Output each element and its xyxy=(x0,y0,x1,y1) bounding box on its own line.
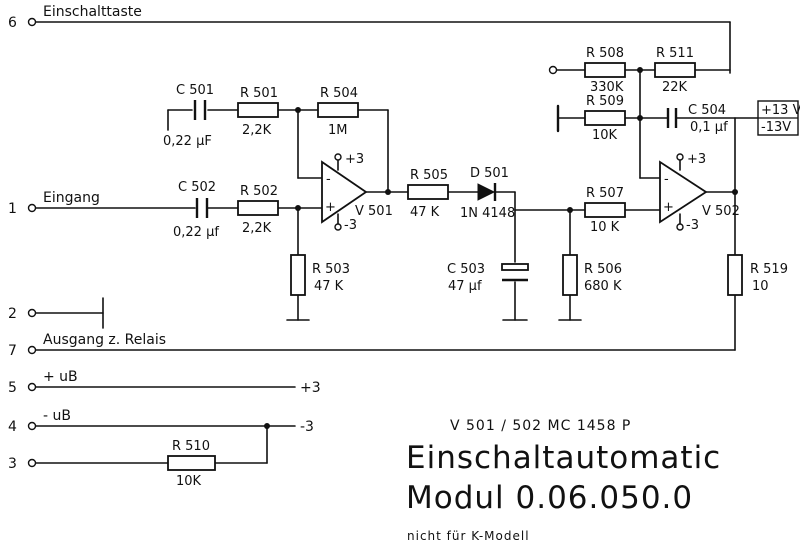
r509-value: 10K xyxy=(592,128,618,143)
c502-value: 0,22 µf xyxy=(173,225,219,240)
r510-value: 10K xyxy=(176,474,202,489)
v502-ref: V 502 xyxy=(702,204,740,219)
d501-ref: D 501 xyxy=(470,166,509,181)
pin-1-label: Eingang xyxy=(43,190,100,206)
r504-ref: R 504 xyxy=(320,86,358,101)
pin-2-number: 2 xyxy=(8,306,17,322)
resistor-r502 xyxy=(237,200,279,216)
r505-value: 47 K xyxy=(410,205,440,220)
junction-dots xyxy=(264,67,738,429)
pin-6-number: 6 xyxy=(8,15,17,31)
r502-ref: R 502 xyxy=(240,184,278,199)
module-number: Modul 0.06.050.0 xyxy=(406,480,693,516)
c503-ref: C 503 xyxy=(447,262,485,277)
d501-value: 1N 4148 xyxy=(460,206,515,221)
diagram-title: Einschaltautomatic xyxy=(406,440,721,476)
c503-value: 47 µf xyxy=(448,279,482,294)
r509-ref: R 509 xyxy=(586,94,624,109)
r503-ref: R 503 xyxy=(312,262,350,277)
diode-d501 xyxy=(477,183,497,201)
v501-plus-input: + xyxy=(325,200,336,215)
r507-ref: R 507 xyxy=(586,186,624,201)
capacitor-c501 xyxy=(193,100,207,120)
supply-minus-13v: -13V xyxy=(761,120,791,135)
r506-value: 680 K xyxy=(584,279,622,294)
resistor-r504 xyxy=(317,102,359,118)
wiring xyxy=(31,21,759,464)
supply-box xyxy=(757,100,799,136)
r519-ref: R 519 xyxy=(750,262,788,277)
pin-4-number: 4 xyxy=(8,419,17,435)
c501-ref: C 501 xyxy=(176,83,214,98)
resistor-r509 xyxy=(584,110,626,126)
resistor-r505 xyxy=(407,184,449,200)
capacitor-c503 xyxy=(501,263,529,282)
v502-plus-input: + xyxy=(663,200,674,215)
pin-5-number: 5 xyxy=(8,380,17,396)
r508-ref: R 508 xyxy=(586,46,624,61)
r511-value: 22K xyxy=(662,80,688,95)
pin-1-number: 1 xyxy=(8,201,17,217)
supply-plus-13v: +13 V xyxy=(761,103,800,118)
capacitor-c504 xyxy=(666,108,678,128)
r519-value: 10 xyxy=(752,279,769,294)
resistor-r508 xyxy=(584,62,626,78)
capacitor-c502 xyxy=(195,198,209,218)
resistor-r519 xyxy=(727,254,743,296)
model-note: nicht für K-Modell xyxy=(407,529,530,543)
v502-supply-minus: -3 xyxy=(686,218,699,233)
resistor-r507 xyxy=(584,202,626,218)
v501-supply-minus: -3 xyxy=(344,218,357,233)
v502-supply-plus: +3 xyxy=(687,152,706,167)
c504-ref: C 504 xyxy=(688,103,726,118)
opamp-v501 xyxy=(321,160,368,224)
ic-type-note: V 501 / 502 MC 1458 P xyxy=(450,418,631,434)
pin-5-supply-label: +3 xyxy=(300,380,321,396)
r510-ref: R 510 xyxy=(172,439,210,454)
pin-4-supply-label: -3 xyxy=(300,419,314,435)
v502-minus-input: - xyxy=(664,172,669,187)
pin-7-label: Ausgang z. Relais xyxy=(43,332,166,348)
resistor-r501 xyxy=(237,102,279,118)
pin-4-label: - uB xyxy=(43,408,71,424)
opamp-v502 xyxy=(659,160,708,224)
r505-ref: R 505 xyxy=(410,168,448,183)
c504-value: 0,1 µf xyxy=(690,120,728,135)
pin-3-number: 3 xyxy=(8,456,17,472)
v501-minus-input: - xyxy=(326,172,331,187)
r504-value: 1M xyxy=(328,123,348,138)
c501-value: 0,22 µF xyxy=(163,134,212,149)
r511-ref: R 511 xyxy=(656,46,694,61)
pin-7-number: 7 xyxy=(8,343,17,359)
resistor-r510 xyxy=(167,455,216,471)
v501-supply-plus: +3 xyxy=(345,152,364,167)
c502-ref: C 502 xyxy=(178,180,216,195)
r507-value: 10 K xyxy=(590,220,620,235)
r501-value: 2,2K xyxy=(242,123,272,138)
resistor-r503 xyxy=(290,254,306,296)
pin-terminals xyxy=(27,17,684,468)
resistor-r506 xyxy=(562,254,578,296)
resistor-r511 xyxy=(654,62,696,78)
v501-ref: V 501 xyxy=(355,204,393,219)
r508-value: 330K xyxy=(590,80,624,95)
r506-ref: R 506 xyxy=(584,262,622,277)
pin-6-label: Einschalttaste xyxy=(43,4,142,20)
r502-value: 2,2K xyxy=(242,221,272,236)
pin-5-label: + uB xyxy=(43,369,78,385)
r501-ref: R 501 xyxy=(240,86,278,101)
r503-value: 47 K xyxy=(314,279,344,294)
